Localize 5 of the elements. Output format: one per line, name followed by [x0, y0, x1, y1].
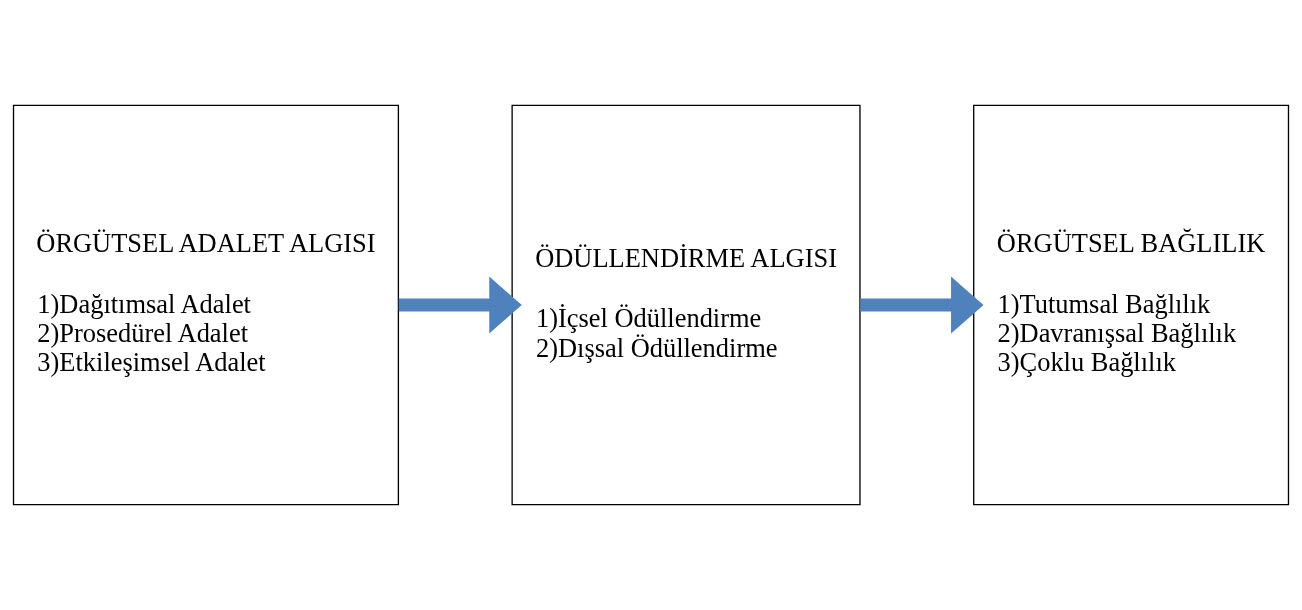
node-box: ÖRGÜTSEL BAĞLILIK 1)Tutumsal Bağlılık 2)Davranışsal Bağlılık 3)Çoklu Bağlılık [973, 104, 1290, 506]
arrow [860, 276, 984, 334]
node-box: ÖDÜLLENDİRME ALGISI 1)İçsel Ödüllendirme 2)Dışsal Ödüllendirme [511, 104, 861, 506]
node-box: ÖRGÜTSEL ADALET ALGISI 1)Dağıtımsal Adalet 2)Prosedürel Adalet 3)Etkileşimsel Adalet [12, 104, 400, 506]
arrow [398, 276, 522, 334]
